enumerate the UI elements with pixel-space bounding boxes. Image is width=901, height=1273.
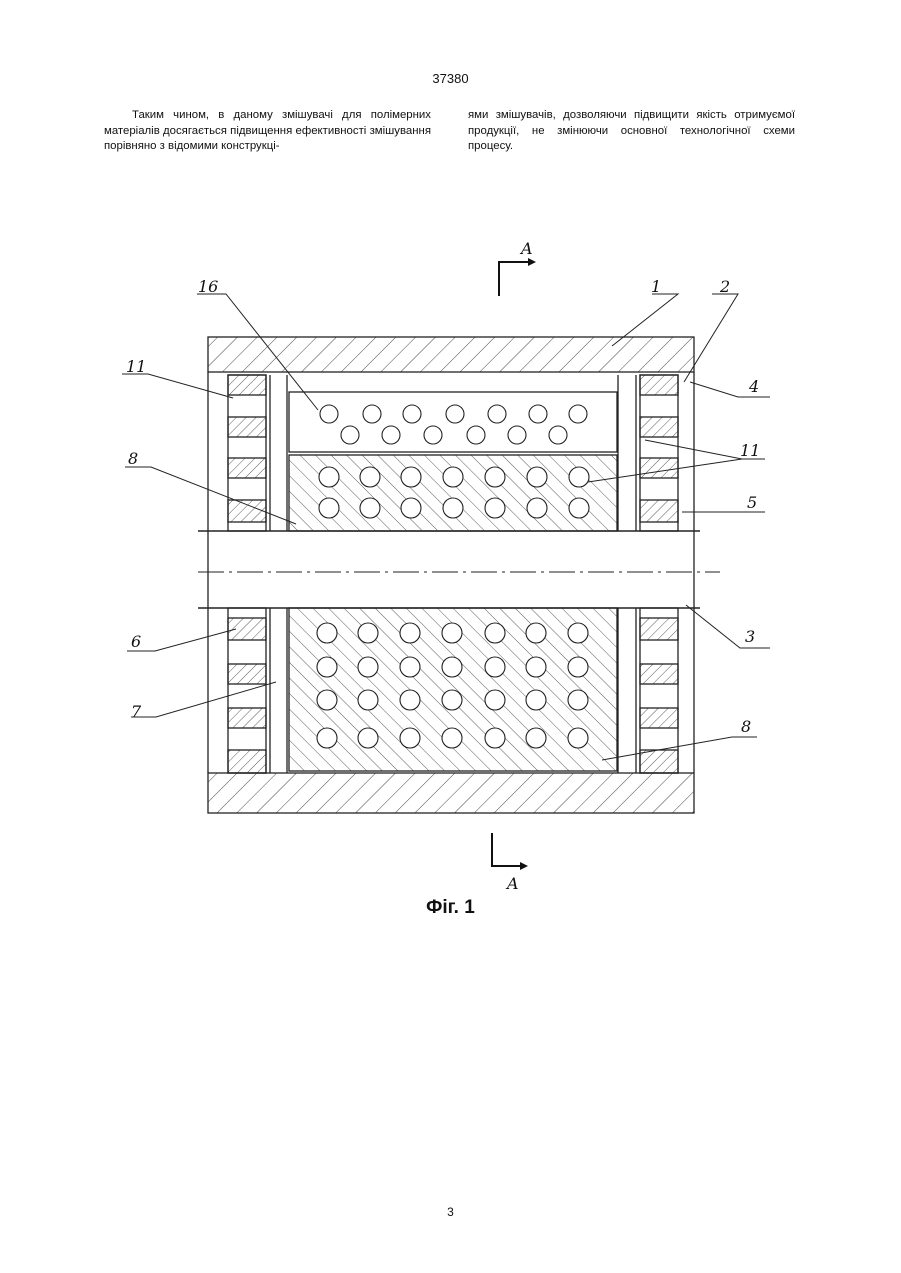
section-label-top: A [519,240,533,258]
callout-label: 8 [128,449,138,468]
callout-label: 8 [741,717,751,736]
page-number-top: 37380 [0,71,901,86]
callout-label: 1 [651,277,661,296]
mixer-drawing: A A 16 1 2 11 4 8 11 5 6 3 7 8 [118,240,783,895]
callout-label: 6 [131,632,141,651]
callout-label: 5 [747,493,757,512]
callout-label: 3 [745,627,755,646]
arrow-icon [528,258,536,266]
callout-label: 11 [126,357,146,376]
arrow-icon [520,862,528,870]
section-mark-bottom [492,833,520,866]
plate-holes [320,405,587,444]
page-number-bottom: 3 [0,1205,901,1219]
callout-label: 2 [719,277,730,296]
callout-label: 11 [740,441,760,460]
paragraph-right: ями змішувачів, дозволяючи підвищити які… [468,108,795,155]
housing-bottom [208,773,694,813]
paragraph-left: Таким чином, в даному змішувачі для полі… [104,108,431,155]
callout-label: 16 [198,277,218,296]
callout-label: 4 [748,377,759,396]
figure-caption: Фіг. 1 [0,897,901,919]
rotor-block-upper [289,455,617,531]
section-label-bottom: A [505,874,519,893]
housing-top [208,337,694,372]
figure-1: A A 16 1 2 11 4 8 11 5 6 3 7 8 [118,240,783,900]
text-column-left: Таким чином, в даному змішувачі для полі… [104,108,431,155]
callout-label: 7 [131,702,142,721]
section-mark-top [499,262,528,296]
text-column-right: ями змішувачів, дозволяючи підвищити які… [468,108,795,155]
